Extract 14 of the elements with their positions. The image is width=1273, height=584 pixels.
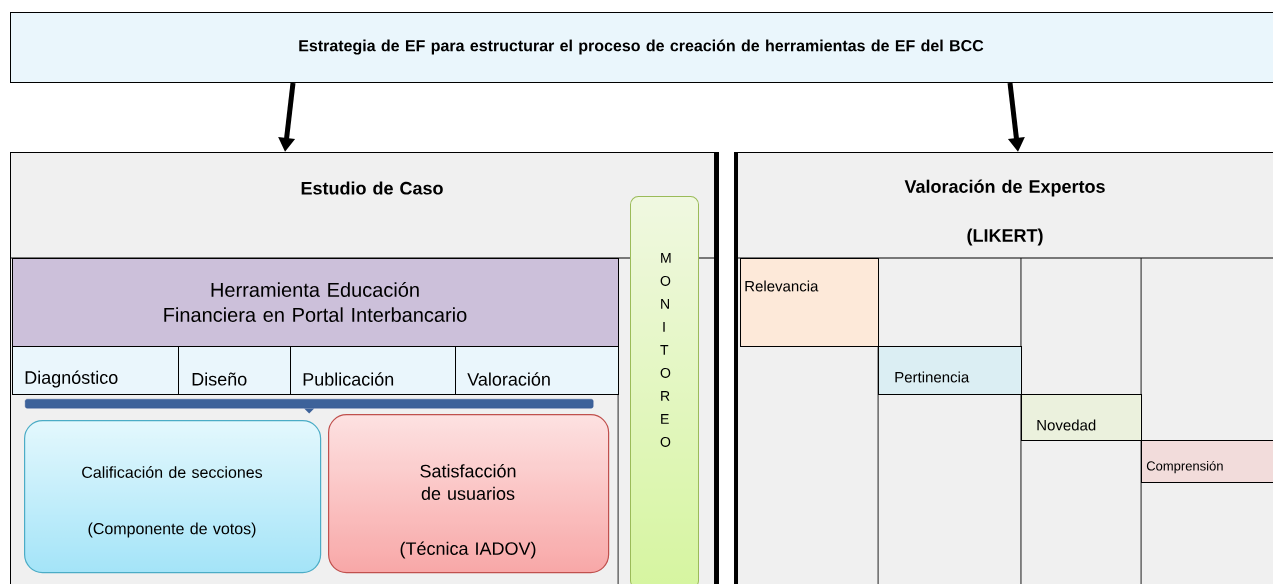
criterion-cell: Relevancia bbox=[740, 258, 879, 347]
criterion-cell: Comprensión bbox=[1141, 440, 1273, 483]
title-box: Estrategia de EF para estructurar el proceso de creación de herramientas de EF del BCC bbox=[10, 12, 1273, 83]
rounded-box: Calificación de secciones (Componente de votos) bbox=[24, 420, 322, 574]
rounded-box: Satisfacción de usuarios (Técnica IADOV) bbox=[328, 414, 610, 574]
criterion-cell: Pertinencia bbox=[878, 346, 1022, 395]
tool-header-box: Herramienta Educación Financiera en Portal Interbancario bbox=[12, 258, 619, 347]
criterion-cell: Novedad bbox=[1021, 394, 1142, 441]
phase-cell: Publicación bbox=[290, 346, 456, 395]
phase-cell: Valoración bbox=[455, 346, 619, 395]
phase-cell: Diseño bbox=[178, 346, 291, 395]
bracket-bar bbox=[25, 399, 594, 414]
phase-cell: Diagnóstico bbox=[12, 346, 179, 395]
monitoring-bar: M O N I T O R E O bbox=[630, 196, 699, 584]
